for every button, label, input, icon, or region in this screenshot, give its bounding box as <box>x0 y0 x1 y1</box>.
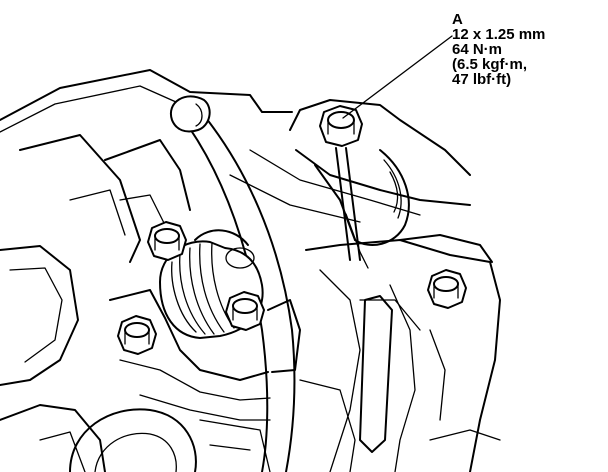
torque-kgfm: (6.5 kgf·m, <box>452 56 528 73</box>
bolt-upper-left <box>147 221 187 261</box>
engine-block-outline <box>0 69 293 472</box>
bolt-right <box>427 269 467 309</box>
mount-base <box>109 289 301 421</box>
transmission-case <box>299 234 501 472</box>
torque-callout: A 12 x 1.25 mm 64 N·m (6.5 kgf·m, 47 lbf… <box>452 12 545 87</box>
torque-lbfft: 47 lbf·ft) <box>452 71 512 88</box>
pulley <box>69 408 271 472</box>
bolt-size: 12 x 1.25 mm <box>452 26 546 43</box>
bolt-lower-left <box>117 315 157 355</box>
hose <box>169 95 296 472</box>
torque-nm: 64 N·m <box>452 41 503 58</box>
bolt-center <box>225 291 265 331</box>
bolt-a <box>319 105 363 261</box>
mount-bracket <box>229 99 471 269</box>
callout-label: A <box>452 11 463 28</box>
callout-leader <box>342 35 453 119</box>
